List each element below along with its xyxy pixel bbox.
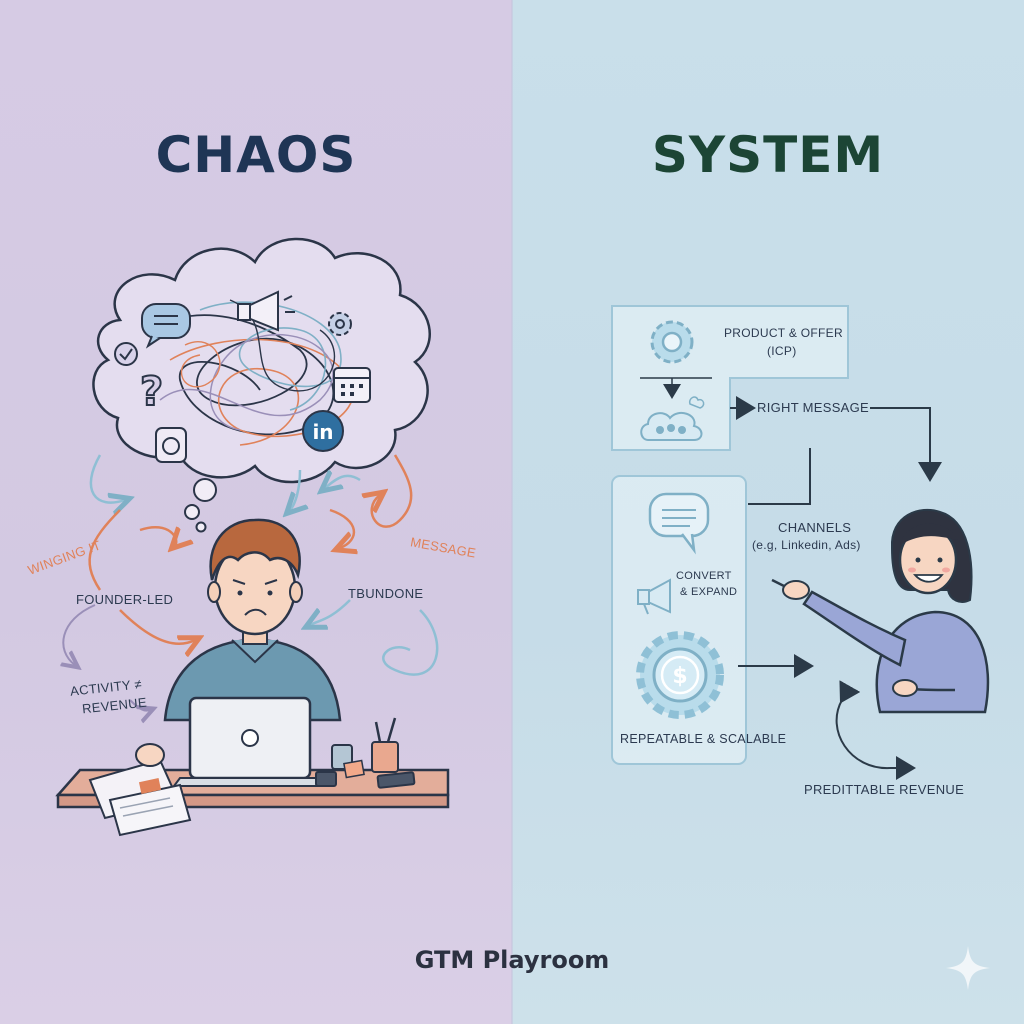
thought-dot: [184, 504, 200, 520]
founder-led-label: FOUNDER-LED: [76, 592, 174, 607]
gear-icon: [650, 320, 694, 364]
chaos-title: CHAOS: [155, 126, 357, 184]
stressed-founder: [163, 518, 342, 722]
presenter-woman: [771, 508, 990, 714]
thought-dot: [193, 478, 217, 502]
convert-label: CONVERT: [676, 570, 732, 582]
linkedin-icon: in: [302, 410, 344, 452]
system-title: SYSTEM: [651, 126, 885, 184]
megaphone-icon: [237, 290, 295, 332]
chaos-panel: [0, 0, 512, 1024]
icp-label: (ICP): [767, 344, 797, 358]
pencil-cup-icon: [371, 717, 399, 773]
tbundone-label: TBUNDONE: [348, 586, 424, 601]
channels-label: CHANNELS: [778, 520, 852, 535]
laptop-icon: [172, 696, 328, 787]
brand-footer: GTM Playroom: [414, 946, 610, 974]
cloud-users-icon: [640, 396, 705, 441]
sparkle-icon: [946, 946, 990, 990]
chat-bubble-icon: [648, 492, 710, 555]
panel-divider: [511, 0, 513, 1024]
repeatable-scalable-label: REPEATABLE & SCALABLE: [620, 732, 787, 746]
camera-icon: [155, 427, 187, 463]
expand-label: & EXPAND: [680, 586, 738, 598]
right-message-label: RIGHT MESSAGE: [757, 400, 870, 415]
phone-icon: [315, 759, 416, 789]
svg-text:?: ?: [140, 369, 163, 415]
channels-examples-label: (e.g, Linkedin, Ads): [752, 538, 861, 552]
calendar-icon: [333, 367, 371, 403]
svg-text:$: $: [672, 664, 687, 689]
product-offer-label: PRODUCT & OFFER: [724, 326, 843, 340]
dollar-gear-icon: $: [636, 631, 724, 719]
thought-dot: [195, 521, 207, 533]
chat-bubble-icon: [141, 303, 191, 349]
papers: [88, 743, 192, 837]
megaphone-icon: [637, 578, 671, 615]
check-circle-icon: [114, 342, 138, 366]
gear-icon: [328, 312, 352, 336]
svg-text:in: in: [312, 420, 333, 444]
thought-cloud: [92, 237, 431, 484]
question-mark-icon: ?: [139, 368, 164, 416]
predictable-revenue-label: PREDITTABLE REVENUE: [804, 782, 965, 797]
